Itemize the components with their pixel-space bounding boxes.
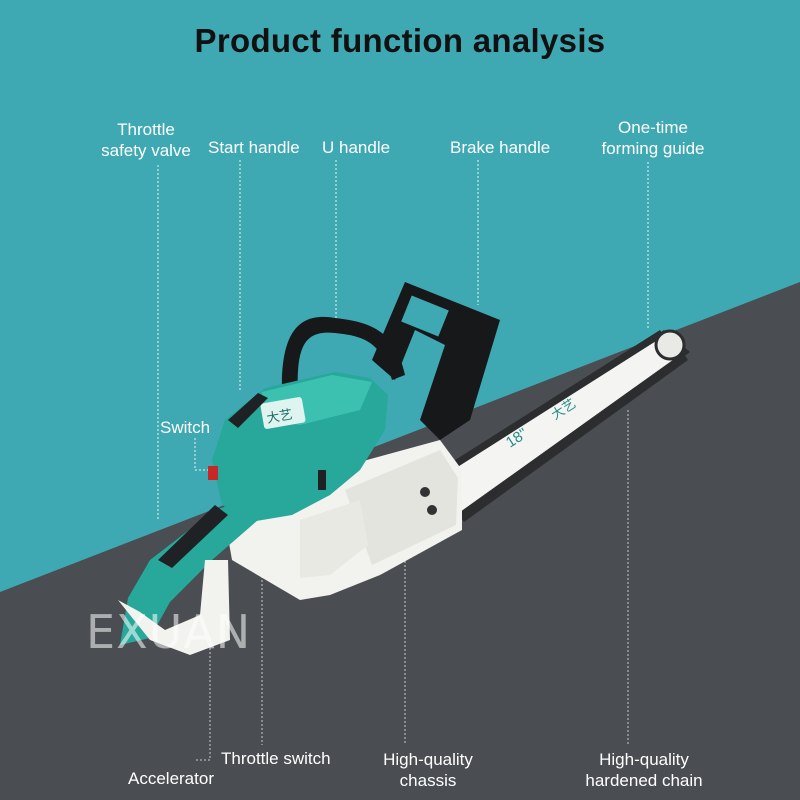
switch-red-mark <box>208 466 218 480</box>
leader-accelerator <box>196 620 211 761</box>
leader-lines <box>157 160 649 520</box>
leader-switch <box>194 438 212 471</box>
brake-handle-shape <box>372 282 500 440</box>
label-start-handle: Start handle <box>208 138 300 157</box>
label-throttle-safety-valve: Throttle safety valve <box>101 120 191 160</box>
u-handle-shape <box>281 316 405 395</box>
label-one-time-forming-guide: One-time forming guide <box>601 118 705 158</box>
guide-bar: 18" 大艺 <box>440 329 690 522</box>
label-throttle-switch: Throttle switch <box>221 749 331 768</box>
label-u-handle: U handle <box>322 138 391 157</box>
page-title: Product function analysis <box>194 22 606 59</box>
start-handle-shape <box>228 393 268 428</box>
label-high-quality-chassis: High-quality chassis <box>383 750 473 790</box>
label-brake-handle: Brake handle <box>450 138 551 157</box>
label-high-quality-hardened-chain: High-quality hardened chain <box>585 750 703 790</box>
label-switch: Switch <box>160 418 211 437</box>
engine-brand-marking: 大艺 <box>265 407 293 426</box>
leader-lines-bottom <box>196 410 629 761</box>
watermark: EXUAN <box>86 605 252 659</box>
chassis-shape <box>225 440 462 600</box>
rear-handle-shape <box>118 500 258 655</box>
label-accelerator: Accelerator <box>128 769 214 788</box>
bar-sprocket-nose <box>654 329 686 361</box>
